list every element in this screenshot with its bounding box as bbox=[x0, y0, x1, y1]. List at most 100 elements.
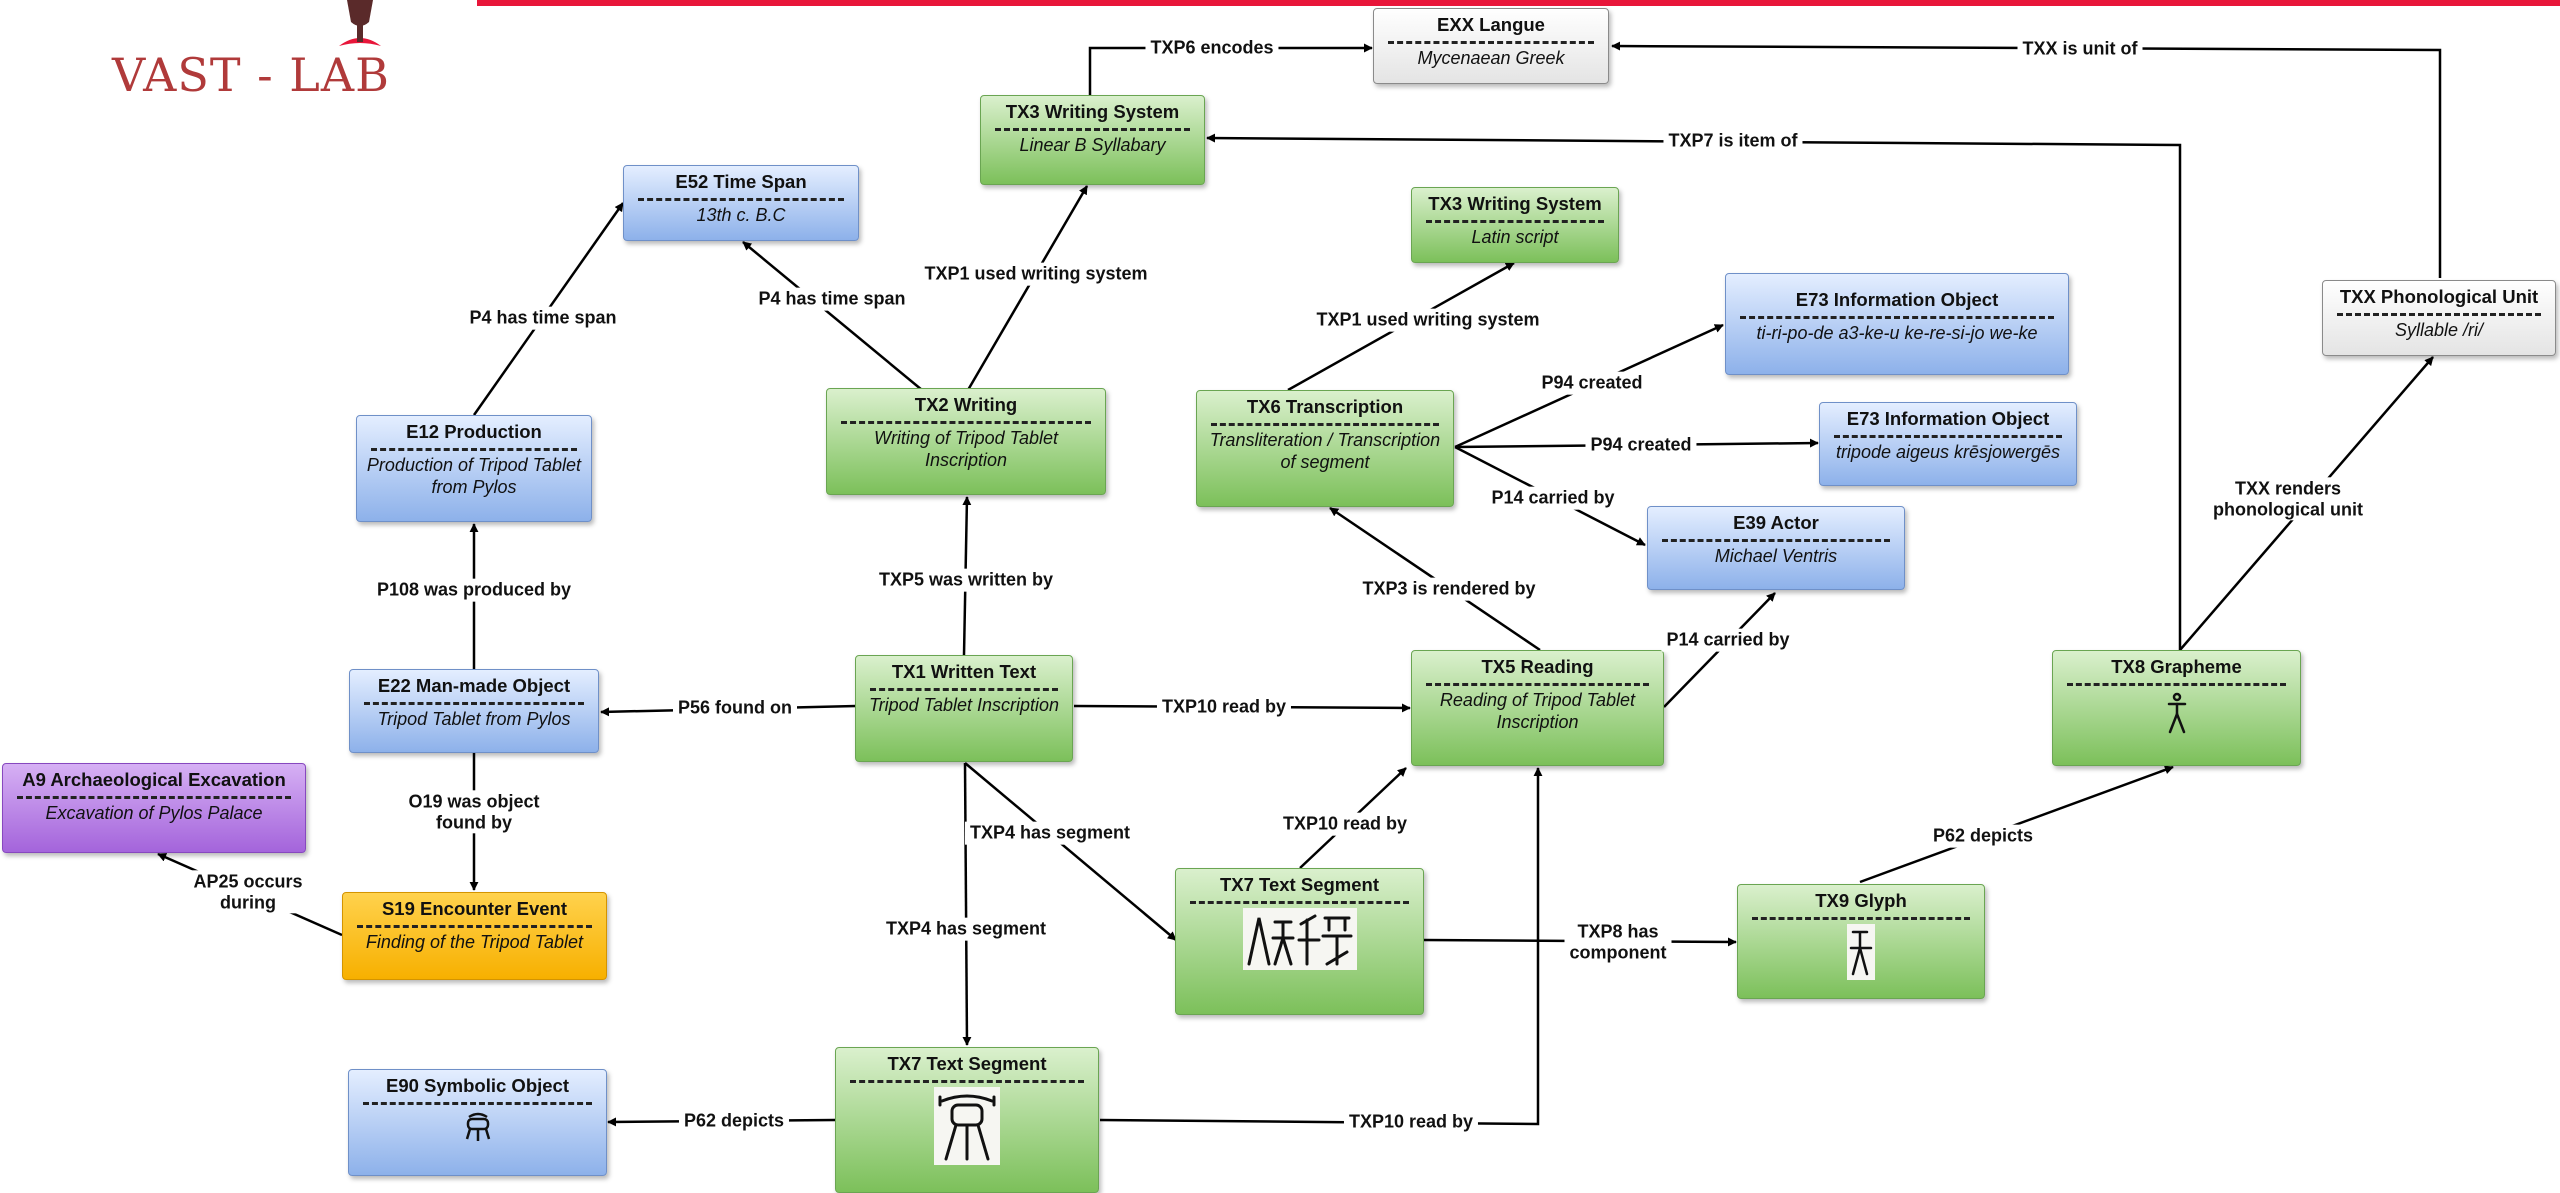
linear-b-segment-icon bbox=[1242, 908, 1357, 970]
top-accent-bar bbox=[477, 0, 2560, 6]
edge-txp4-segment-b bbox=[964, 762, 1177, 941]
divider bbox=[2337, 313, 2541, 316]
divider bbox=[995, 128, 1190, 131]
node-value: Tripod Tablet from Pylos bbox=[377, 709, 571, 729]
node-value: Excavation of Pylos Palace bbox=[45, 803, 263, 823]
node-e90-symbolic[interactable]: E90 Symbolic Object bbox=[348, 1069, 607, 1176]
edge-label-p4-time-span-b: P4 has time span bbox=[753, 287, 911, 311]
divider bbox=[1190, 901, 1409, 904]
node-value: Transliteration / Transcription of segme… bbox=[1209, 430, 1441, 472]
node-title: TX1 Written Text bbox=[891, 661, 1037, 682]
edge-label-p14-carried-by-b: P14 carried by bbox=[1661, 628, 1795, 652]
node-title: TX7 Text Segment bbox=[887, 1053, 1047, 1074]
node-value: Production of Tripod Tablet from Pylos bbox=[366, 455, 582, 497]
edge-p4-time-span-b bbox=[742, 241, 923, 391]
edge-label-txp4-segment-b: TXP4 has segment bbox=[964, 821, 1136, 845]
tripod-ideogram-icon bbox=[934, 1087, 1000, 1165]
divider bbox=[2067, 683, 2286, 686]
node-value: Writing of Tripod Tablet Inscription bbox=[873, 428, 1059, 470]
divider bbox=[371, 448, 577, 451]
node-value: Finding of the Tripod Tablet bbox=[365, 932, 584, 952]
divider bbox=[1740, 316, 2054, 319]
node-title: E22 Man-made Object bbox=[377, 675, 571, 696]
node-s19-encounter[interactable]: S19 Encounter Event Finding of the Tripo… bbox=[342, 892, 607, 980]
node-title: TX6 Transcription bbox=[1246, 396, 1404, 417]
node-tx3-latin[interactable]: TX3 Writing System Latin script bbox=[1411, 187, 1619, 263]
node-title: TX3 Writing System bbox=[1005, 101, 1180, 122]
divider bbox=[17, 796, 291, 799]
node-e73-info-2[interactable]: E73 Information Object tripode aigeus kr… bbox=[1819, 402, 2077, 486]
edge-label-txx-is-unit-of: TXX is unit of bbox=[2017, 37, 2143, 61]
node-tx2-writing[interactable]: TX2 Writing Writing of Tripod Tablet Ins… bbox=[826, 388, 1106, 495]
node-e39-actor[interactable]: E39 Actor Michael Ventris bbox=[1647, 506, 1905, 590]
edge-txp4-segment-a bbox=[962, 762, 972, 1046]
edge-txp7-is-item-of bbox=[1206, 133, 2182, 650]
node-title: TX8 Grapheme bbox=[2111, 656, 2242, 677]
grapheme-ri-icon bbox=[2167, 692, 2186, 734]
node-tx6-transcription[interactable]: TX6 Transcription Transliteration / Tran… bbox=[1196, 390, 1454, 507]
edge-label-txp3-rendered-by: TXP3 is rendered by bbox=[1357, 577, 1541, 601]
node-value: Latin script bbox=[1471, 227, 1559, 247]
edge-label-txp7-is-item-of: TXP7 is item of bbox=[1663, 129, 1803, 153]
node-title: E73 Information Object bbox=[1846, 408, 2050, 429]
node-tx8-grapheme[interactable]: TX8 Grapheme bbox=[2052, 650, 2301, 766]
edge-label-p94-created-a: P94 created bbox=[1536, 371, 1648, 395]
node-title: TXX Phonological Unit bbox=[2339, 286, 2539, 307]
edge-label-txp10-read-by-a: TXP10 read by bbox=[1156, 695, 1292, 719]
vast-lab-logo bbox=[105, 0, 385, 110]
node-value: Tripod Tablet Inscription bbox=[868, 695, 1060, 715]
edge-label-p62-depicts-b: P62 depicts bbox=[1927, 824, 2039, 848]
node-e73-info-1[interactable]: E73 Information Object ti-ri-po-de a3-ke… bbox=[1725, 273, 2069, 375]
edge-label-txp8-component: TXP8 has component bbox=[1564, 920, 1672, 964]
edge-label-p62-depicts-a: P62 depicts bbox=[678, 1109, 790, 1133]
node-tx7-segment-b[interactable]: TX7 Text Segment bbox=[835, 1047, 1099, 1193]
edge-p62-depicts-b bbox=[1859, 765, 2174, 884]
node-tx1-written-text[interactable]: TX1 Written Text Tripod Tablet Inscripti… bbox=[855, 655, 1073, 762]
node-title: E52 Time Span bbox=[675, 171, 807, 192]
divider bbox=[1752, 917, 1970, 920]
node-value: Michael Ventris bbox=[1714, 546, 1838, 566]
node-title: TX2 Writing bbox=[914, 394, 1018, 415]
node-title: E39 Actor bbox=[1733, 512, 1819, 533]
node-title: E12 Production bbox=[406, 421, 542, 442]
divider bbox=[364, 702, 584, 705]
tripod-logo-icon bbox=[339, 0, 381, 46]
glyph-ri-icon bbox=[1847, 924, 1875, 980]
node-value: Linear B Syllabary bbox=[1019, 135, 1166, 155]
edge-txx-is-unit-of bbox=[1611, 41, 2442, 278]
node-exx-langue[interactable]: EXX Langue Mycenaean Greek bbox=[1373, 8, 1609, 84]
node-value: Reading of Tripod Tablet Inscription bbox=[1439, 690, 1636, 732]
node-tx7-segment-a[interactable]: TX7 Text Segment bbox=[1175, 868, 1424, 1015]
divider bbox=[363, 1102, 592, 1105]
node-title: TX9 Glyph bbox=[1815, 890, 1907, 911]
edge-label-p14-carried-by-a: P14 carried by bbox=[1486, 486, 1620, 510]
edge-label-p56-found-on: P56 found on bbox=[673, 696, 797, 720]
edge-label-ap25-occurs-during: AP25 occurs during bbox=[188, 870, 308, 914]
node-title: EXX Langue bbox=[1437, 14, 1545, 35]
divider bbox=[1426, 220, 1604, 223]
node-tx5-reading[interactable]: TX5 Reading Reading of Tripod Tablet Ins… bbox=[1411, 650, 1664, 766]
node-e12-production[interactable]: E12 Production Production of Tripod Tabl… bbox=[356, 415, 592, 522]
divider bbox=[1426, 683, 1649, 686]
edge-label-txx-renders: TXX renders phonological unit bbox=[2208, 477, 2368, 521]
divider bbox=[870, 688, 1058, 691]
divider bbox=[1388, 41, 1594, 44]
divider bbox=[841, 421, 1091, 424]
logo-text: VAST - LAB bbox=[112, 48, 390, 102]
node-a9-excavation[interactable]: A9 Archaeological Excavation Excavation … bbox=[2, 763, 306, 853]
node-title: E90 Symbolic Object bbox=[385, 1075, 569, 1096]
edge-txp1-writing-b bbox=[966, 185, 1089, 391]
node-e22-object[interactable]: E22 Man-made Object Tripod Tablet from P… bbox=[349, 669, 599, 753]
node-tx3-linear-b[interactable]: TX3 Writing System Linear B Syllabary bbox=[980, 95, 1205, 185]
node-tx9-glyph[interactable]: TX9 Glyph bbox=[1737, 884, 1985, 999]
node-title: TX7 Text Segment bbox=[1219, 874, 1379, 895]
node-txx-phonological[interactable]: TXX Phonological Unit Syllable /ri/ bbox=[2322, 280, 2556, 356]
node-title: A9 Archaeological Excavation bbox=[22, 769, 286, 790]
node-e52-time-span[interactable]: E52 Time Span 13th c. B.C bbox=[623, 165, 859, 241]
edge-label-txp6-encodes: TXP6 encodes bbox=[1145, 36, 1279, 60]
edge-label-txp1-writing-a: TXP1 used writing system bbox=[919, 262, 1153, 286]
node-title: TX5 Reading bbox=[1481, 656, 1594, 677]
divider bbox=[357, 925, 592, 928]
edge-txp10-read-by-c bbox=[1099, 767, 1543, 1126]
node-value: Syllable /ri/ bbox=[2394, 320, 2484, 340]
